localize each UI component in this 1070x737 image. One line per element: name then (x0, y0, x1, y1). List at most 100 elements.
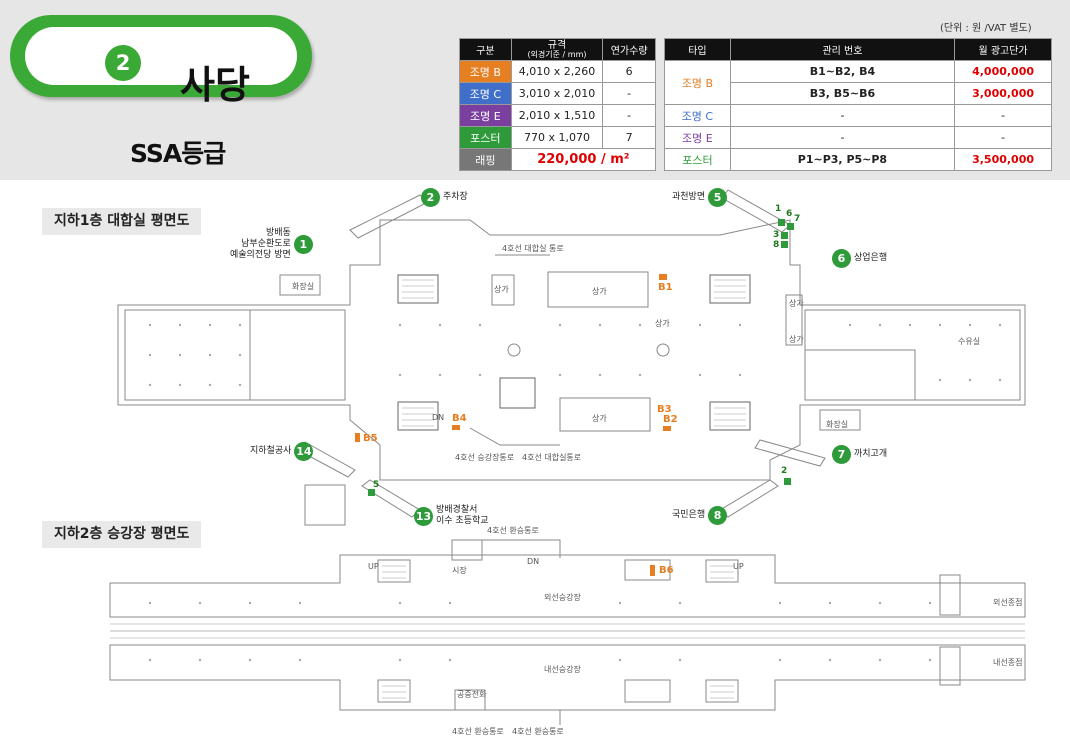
spec-type: 조명 E (459, 104, 512, 127)
exit-14-icon: 14 (294, 442, 314, 461)
plan-label-transfer-line4: 4호선 승강장통로 (455, 453, 515, 462)
ad-b6-label: B6 (659, 565, 674, 576)
poster-8-label: 8 (773, 240, 780, 250)
plan-label-shop-v2: 상가 (789, 335, 804, 344)
station-name: 사당 (180, 63, 250, 107)
station-number-icon: 2 (105, 45, 141, 81)
exit-8-label: 국민은행 (672, 510, 706, 520)
wrapping-price: 220,000 / m² (510, 148, 657, 171)
table-row: 조명 E - - (664, 126, 1052, 149)
price-ids: B3, B5~B6 (729, 82, 956, 105)
table-row: 래핑 220,000 / m² (459, 148, 657, 171)
price-ids: B1~B2, B4 (729, 60, 956, 83)
poster-5-marker (368, 489, 375, 496)
price-table: 타입 관리 번호 월 광고단가 조명 B B1~B2, B4 4,000,000… (664, 38, 1052, 171)
price-type: 조명 B (664, 60, 731, 105)
exit-8-icon: 8 (708, 506, 728, 525)
station-badge: 2 사당 (10, 15, 312, 107)
exit-14: 지하철공사 14 (250, 442, 314, 461)
poster-1-label: 1 (775, 204, 782, 214)
plan-label-inner-end: 내선종점 (993, 658, 1023, 667)
ad-b5-marker (355, 433, 360, 442)
plan-label-line4-concourse: 4호선 대합실 통로 (502, 244, 564, 253)
exit-13: 13 방배경찰서 이수 초등학교 (414, 505, 489, 527)
table-row: 포스터 P1~P3, P5~P8 3,500,000 (664, 148, 1052, 171)
price-value: 3,000,000 (954, 82, 1052, 105)
exit-6: 6 상업은행 (832, 249, 887, 268)
price-ids: - (729, 126, 956, 149)
price-header-id: 관리 번호 (729, 38, 956, 61)
exit-6-label: 상업은행 (854, 253, 888, 263)
exit-5: 과천방면 5 (672, 188, 728, 207)
price-type: 조명 C (664, 104, 731, 127)
spec-qty: 6 (602, 60, 656, 83)
spec-size: 2,010 x 1,510 (510, 104, 604, 127)
unit-note: (단위 : 원 /VAT 별도) (940, 23, 1032, 34)
plan-label-restroom: 화장실 (292, 282, 315, 291)
plan-label-transfer-b1: 4호선 환승통로 (452, 727, 504, 736)
table-row: 포스터 770 x 1,070 7 (459, 126, 656, 149)
poster-6-label: 6 (786, 209, 793, 219)
exit-14-label: 지하철공사 (250, 446, 292, 456)
ad-b4-marker (452, 425, 460, 430)
exit-2-icon: 2 (421, 188, 440, 207)
spec-size: 3,010 x 2,010 (510, 82, 604, 105)
ad-b1-label: B1 (658, 282, 673, 293)
plan-label-inner-platform: 내선승강장 (544, 665, 581, 674)
plan-label-shop-v3: 상가 (655, 319, 670, 328)
ad-b2-marker (663, 426, 671, 431)
spec-type: 포스터 (459, 126, 512, 149)
exit-7-icon: 7 (832, 445, 851, 464)
spec-header-size: 규격 (외경기준 / mm) (510, 38, 604, 61)
poster-1-marker (778, 219, 785, 226)
exit-8: 국민은행 8 (672, 506, 728, 525)
exit-13-icon: 13 (414, 506, 433, 526)
price-ids: P1~P3, P5~P8 (729, 148, 956, 171)
plan-label-up: UP (368, 562, 379, 571)
table-row: 조명 C - - (664, 104, 1052, 127)
plan-label-restroom-2: 화장실 (826, 420, 849, 429)
table-row: 조명 B B1~B2, B4 4,000,000 (664, 60, 1052, 105)
poster-2-label: 2 (781, 466, 788, 476)
spec-type: 조명 B (459, 60, 512, 83)
poster-5-label: 5 (373, 480, 380, 490)
plan-label-transfer-b2: 4호선 환승통로 (512, 727, 564, 736)
table-row: 조명 C 3,010 x 2,010 - (459, 82, 656, 105)
station-grade: SSA등급 (130, 139, 226, 168)
plan-label-public-tel: 공중전화 (457, 690, 487, 699)
ad-b4-label: B4 (452, 413, 467, 424)
b1-plan-title: 지하1층 대합실 평면도 (42, 208, 202, 235)
spec-header-size-sub: (외경기준 / mm) (527, 49, 587, 59)
plan-label-up-2: UP (733, 562, 744, 571)
plan-label-transfer-top: 4호선 환승통로 (487, 526, 539, 535)
exit-7: 7 까치고개 (832, 445, 887, 464)
poster-3-marker (781, 232, 788, 239)
table-row: 조명 E 2,010 x 1,510 - (459, 104, 656, 127)
plan-label-shop-v1: 상가 (789, 299, 804, 308)
plan-label-outer-end: 외선종점 (993, 598, 1023, 607)
spec-qty: 7 (602, 126, 656, 149)
price-header-price: 월 광고단가 (954, 38, 1052, 61)
plan-label-concourse-line4: 4호선 대합실통로 (522, 453, 582, 462)
plan-label-outer-platform: 외선승강장 (544, 593, 581, 602)
poster-7-label: 7 (794, 214, 801, 224)
plan-label-shop: 상가 (592, 287, 607, 296)
floor-plan-drawing (109, 189, 1026, 725)
poster-8-marker (781, 241, 788, 248)
plan-label-dn-2: DN (527, 557, 540, 566)
poster-2-marker (784, 478, 791, 485)
price-value: - (954, 104, 1052, 127)
spec-table: 구분 규격 (외경기준 / mm) 연가수량 조명 B 4,010 x 2,26… (459, 38, 657, 171)
exit-1-icon: 1 (293, 235, 313, 254)
ad-b1-marker (659, 274, 667, 280)
price-value: 3,500,000 (954, 148, 1052, 171)
ad-b5-label: B5 (363, 433, 378, 444)
spec-type: 조명 C (459, 82, 512, 105)
price-type: 포스터 (664, 148, 731, 171)
ad-b3-label: B3 (657, 404, 672, 415)
spec-qty: - (602, 82, 656, 105)
ad-b2-label: B2 (663, 414, 678, 425)
ad-b6-marker (650, 565, 655, 576)
plan-label-shop-c: 상가 (494, 285, 509, 294)
spec-header-type: 구분 (459, 38, 512, 61)
